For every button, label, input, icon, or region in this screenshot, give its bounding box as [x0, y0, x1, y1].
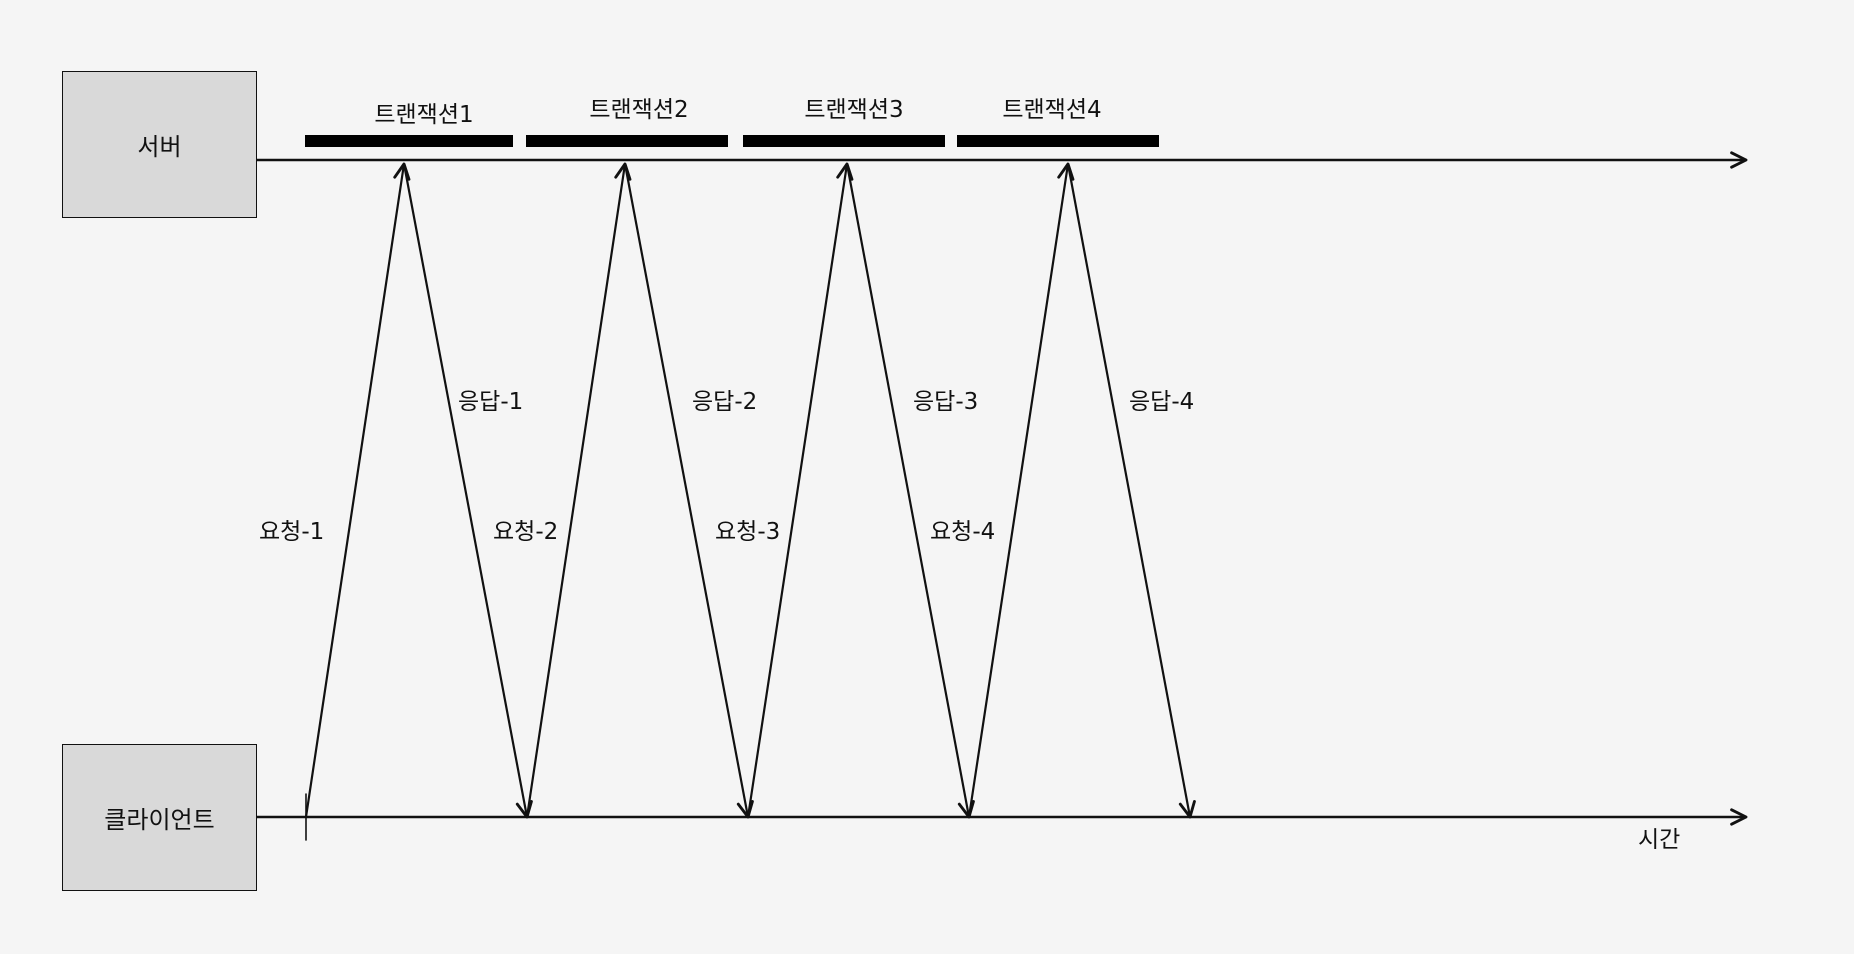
transaction-bar-4: [957, 135, 1159, 147]
request-label-3: 요청-3: [715, 519, 781, 545]
transaction-label-3: 트랜잭션3: [804, 97, 904, 123]
response-arrow-4: [1066, 162, 1196, 819]
time-axis-label: 시간: [1638, 827, 1681, 853]
transaction-bar-2: [526, 135, 728, 147]
request-arrow-2: [525, 162, 632, 819]
request-arrow-3: [746, 162, 854, 819]
response-label-1: 응답-1: [458, 389, 524, 415]
server-box: 서버: [62, 71, 257, 218]
client-box: 클라이언트: [62, 744, 257, 891]
request-arrow-1: [304, 162, 411, 819]
transaction-label-2: 트랜잭션2: [589, 97, 689, 123]
response-arrow-2: [623, 162, 754, 819]
request-label-4: 요청-4: [930, 519, 996, 545]
response-arrow-3: [845, 162, 975, 819]
transaction-bar-3: [743, 135, 945, 147]
client-label: 클라이언트: [104, 806, 215, 834]
transaction-label-4: 트랜잭션4: [1002, 97, 1102, 123]
request-arrow-4: [967, 162, 1075, 819]
response-label-4: 응답-4: [1129, 389, 1195, 415]
transaction-bar-1: [305, 135, 513, 147]
transaction-label-1: 트랜잭션1: [374, 102, 474, 128]
request-label-1: 요청-1: [259, 519, 325, 545]
response-label-3: 응답-3: [913, 389, 979, 415]
request-label-2: 요청-2: [493, 519, 559, 545]
response-arrow-1: [402, 162, 533, 819]
response-label-2: 응답-2: [692, 389, 758, 415]
server-label: 서버: [137, 133, 182, 161]
